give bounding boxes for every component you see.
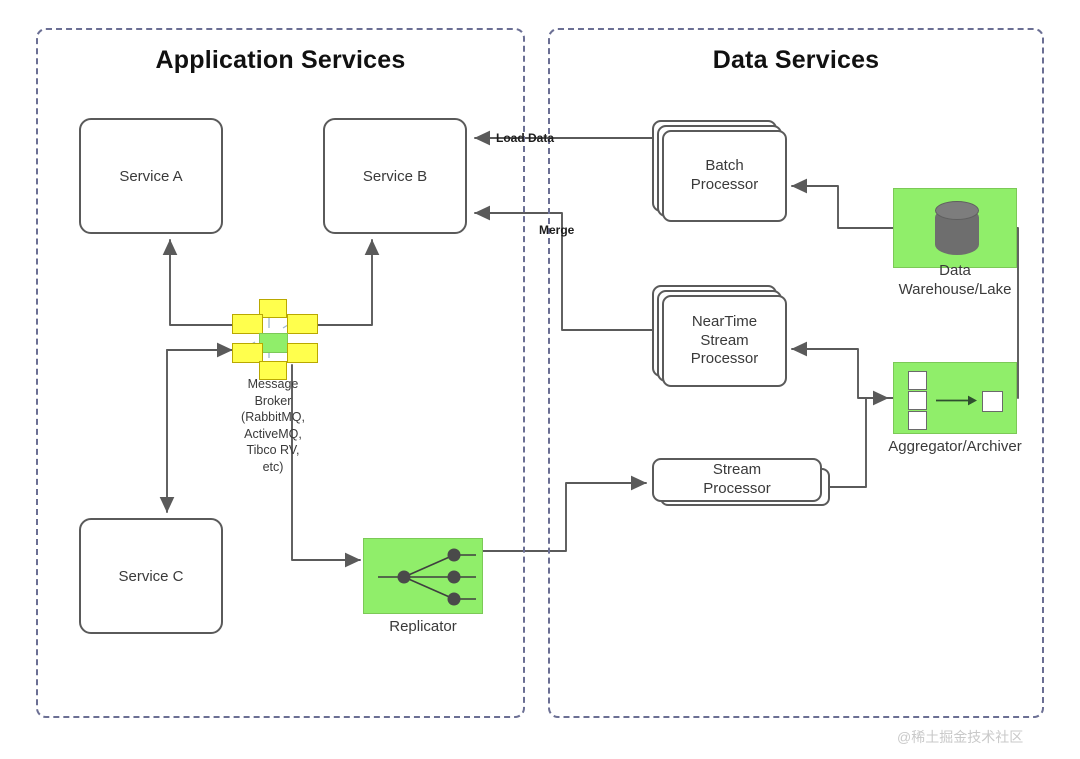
node-aggregator-archiver-label: Aggregator/Archiver — [888, 438, 1022, 455]
broker-label-line-6: etc) — [262, 459, 284, 474]
node-service-c[interactable]: Service C — [79, 518, 223, 634]
stream-processor-label-line-1: Stream — [712, 461, 762, 479]
broker-port-bottom-right — [287, 343, 318, 363]
stream-processor-label-line-2: Processor — [703, 480, 771, 497]
batch-processor-label-line-1: Batch — [705, 157, 744, 175]
aggregator-input-square-1 — [908, 371, 927, 390]
edge-warehouse-to-batch — [791, 178, 894, 229]
broker-label-line-1: Message — [247, 377, 299, 391]
broker-port-bottom — [259, 361, 287, 380]
panel-title-data-services: Data Services — [712, 46, 880, 74]
node-replicator[interactable] — [363, 538, 483, 614]
panel-title-application-services: Application Services — [155, 46, 406, 74]
broker-port-top-left — [232, 314, 263, 334]
broker-port-top — [259, 299, 287, 318]
broker-core — [259, 333, 288, 353]
aggregator-arrow-icon — [936, 395, 977, 406]
replicator-fanout-icon — [378, 548, 476, 606]
node-stream-processor[interactable]: Stream Processor — [652, 458, 830, 513]
node-batch-processor[interactable]: Batch Processor — [652, 120, 792, 230]
broker-label-line-3: (RabbitMQ, — [241, 410, 305, 424]
node-data-warehouse-label: Data Warehouse/Lake — [868, 262, 1042, 300]
edge-broker-to-service-b — [305, 239, 380, 326]
batch-processor-label-line-2: Processor — [690, 176, 759, 193]
edge-label-merge: Merge — [539, 223, 575, 237]
database-cylinder-top-icon — [935, 201, 979, 220]
aggregator-output-square — [982, 391, 1003, 412]
broker-port-top-right — [287, 314, 318, 334]
node-message-broker-label: Message Broker (RabbitMQ, ActiveMQ, Tibc… — [213, 376, 333, 475]
batch-processor-card-front: Batch Processor — [662, 130, 787, 222]
broker-label-line-4: ActiveMQ, — [244, 426, 302, 441]
aggregator-input-square-3 — [908, 411, 927, 430]
panel-application-services — [36, 28, 525, 718]
neartime-label-line-1: NearTime — [691, 312, 758, 330]
edge-stream-to-aggregator — [827, 390, 889, 488]
broker-label-line-2: Broker — [254, 393, 292, 408]
data-warehouse-label-line-2: Warehouse/Lake — [898, 280, 1012, 298]
edge-broker-to-service-a — [162, 239, 239, 326]
node-service-c-label: Service C — [118, 567, 184, 585]
neartime-card-front: NearTime Stream Processor — [662, 295, 787, 387]
node-service-a-label: Service A — [119, 167, 183, 185]
edge-label-load-data: Load Data — [496, 131, 555, 145]
watermark: @稀土掘金技术社区 — [897, 729, 1024, 745]
data-warehouse-label-line-1: Data — [939, 262, 971, 279]
node-service-b-label: Service B — [362, 167, 428, 185]
node-neartime-stream-processor[interactable]: NearTime Stream Processor — [652, 285, 792, 395]
neartime-label-line-3: Processor — [690, 350, 759, 368]
aggregator-input-square-2 — [908, 391, 927, 410]
stream-processor-card-front: Stream Processor — [652, 458, 822, 502]
node-service-a[interactable]: Service A — [79, 118, 223, 234]
edge-merge — [474, 205, 653, 331]
node-aggregator-archiver[interactable] — [893, 362, 1017, 434]
node-replicator-label: Replicator — [389, 618, 457, 635]
panel-data-services — [548, 28, 1044, 718]
edge-broker-to-replicator — [291, 364, 361, 568]
node-service-b[interactable]: Service B — [323, 118, 467, 234]
broker-label-line-5: Tibco RV, — [246, 443, 300, 457]
broker-port-bottom-left — [232, 343, 263, 363]
neartime-label-line-2: Stream — [700, 331, 749, 349]
node-data-warehouse[interactable] — [893, 188, 1017, 268]
